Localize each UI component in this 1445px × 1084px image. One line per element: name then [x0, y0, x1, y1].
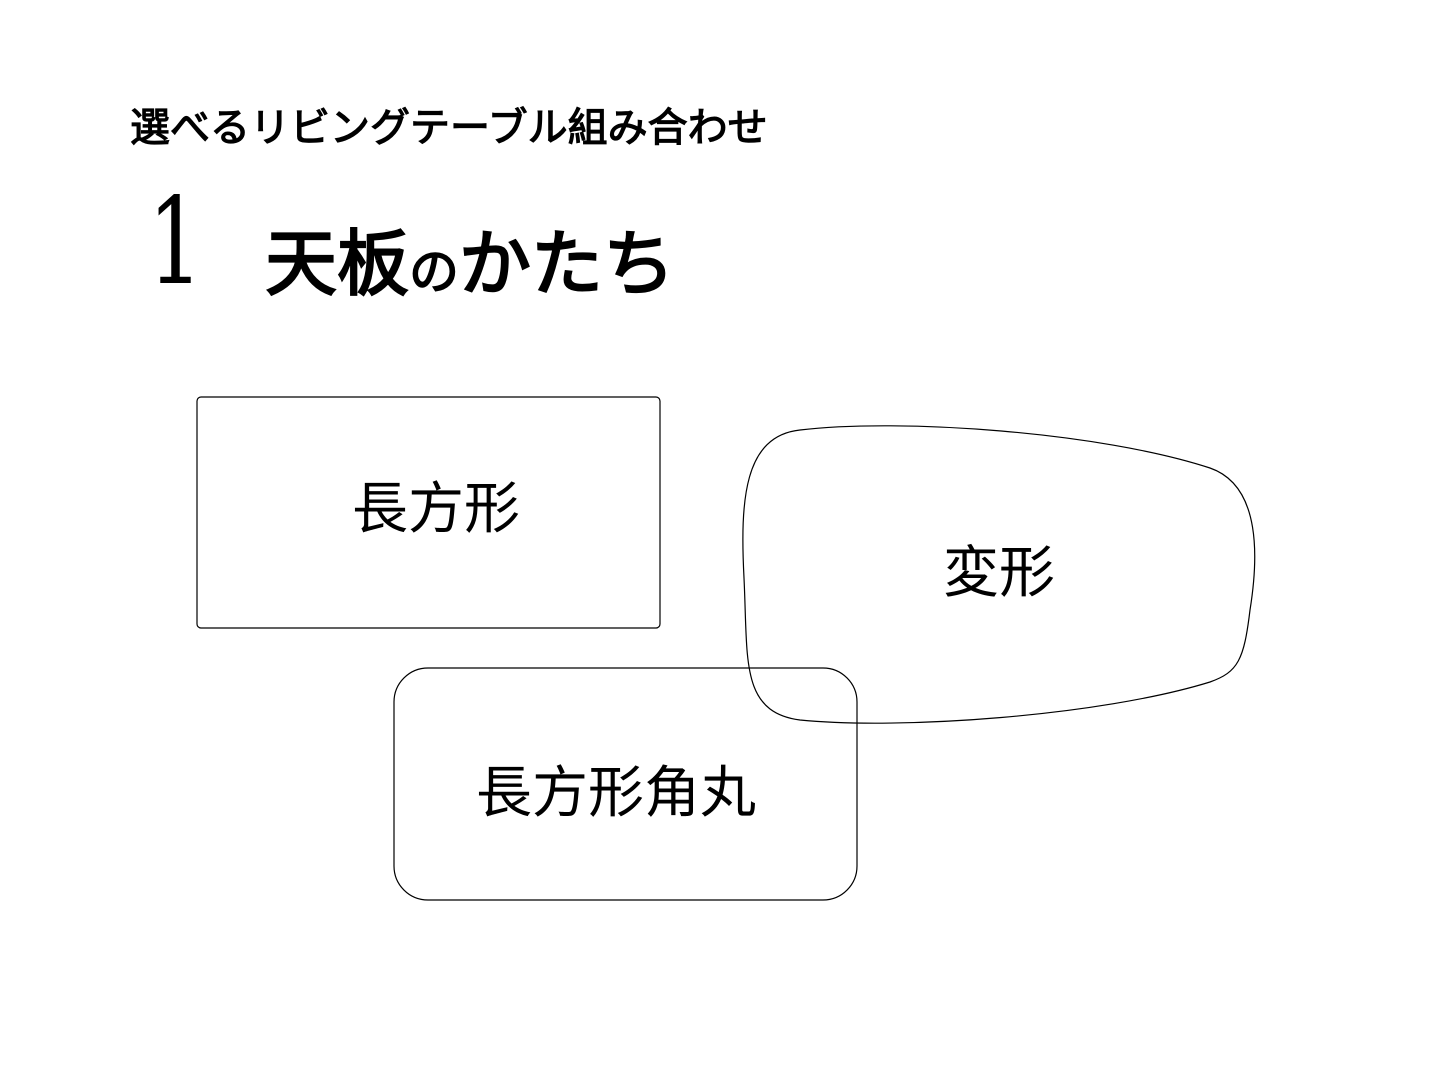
page-subtitle: 選べるリビングテーブル組み合わせ [130, 105, 768, 151]
irregular-label: 変形 [943, 541, 1055, 606]
rounded-rectangle-label: 長方形角丸 [476, 761, 756, 826]
section-number: 1 [148, 173, 203, 312]
rounded-rectangle-shape [393, 667, 858, 901]
rectangle-shape [196, 396, 661, 629]
section-title-particle: の [409, 243, 460, 301]
section-title-part2: かたち [459, 222, 676, 306]
section-title: 天板のかたち [265, 222, 675, 314]
irregular-shape [742, 425, 1256, 724]
rectangle-label: 長方形 [352, 477, 520, 542]
section-title-part1: 天板 [265, 222, 410, 306]
